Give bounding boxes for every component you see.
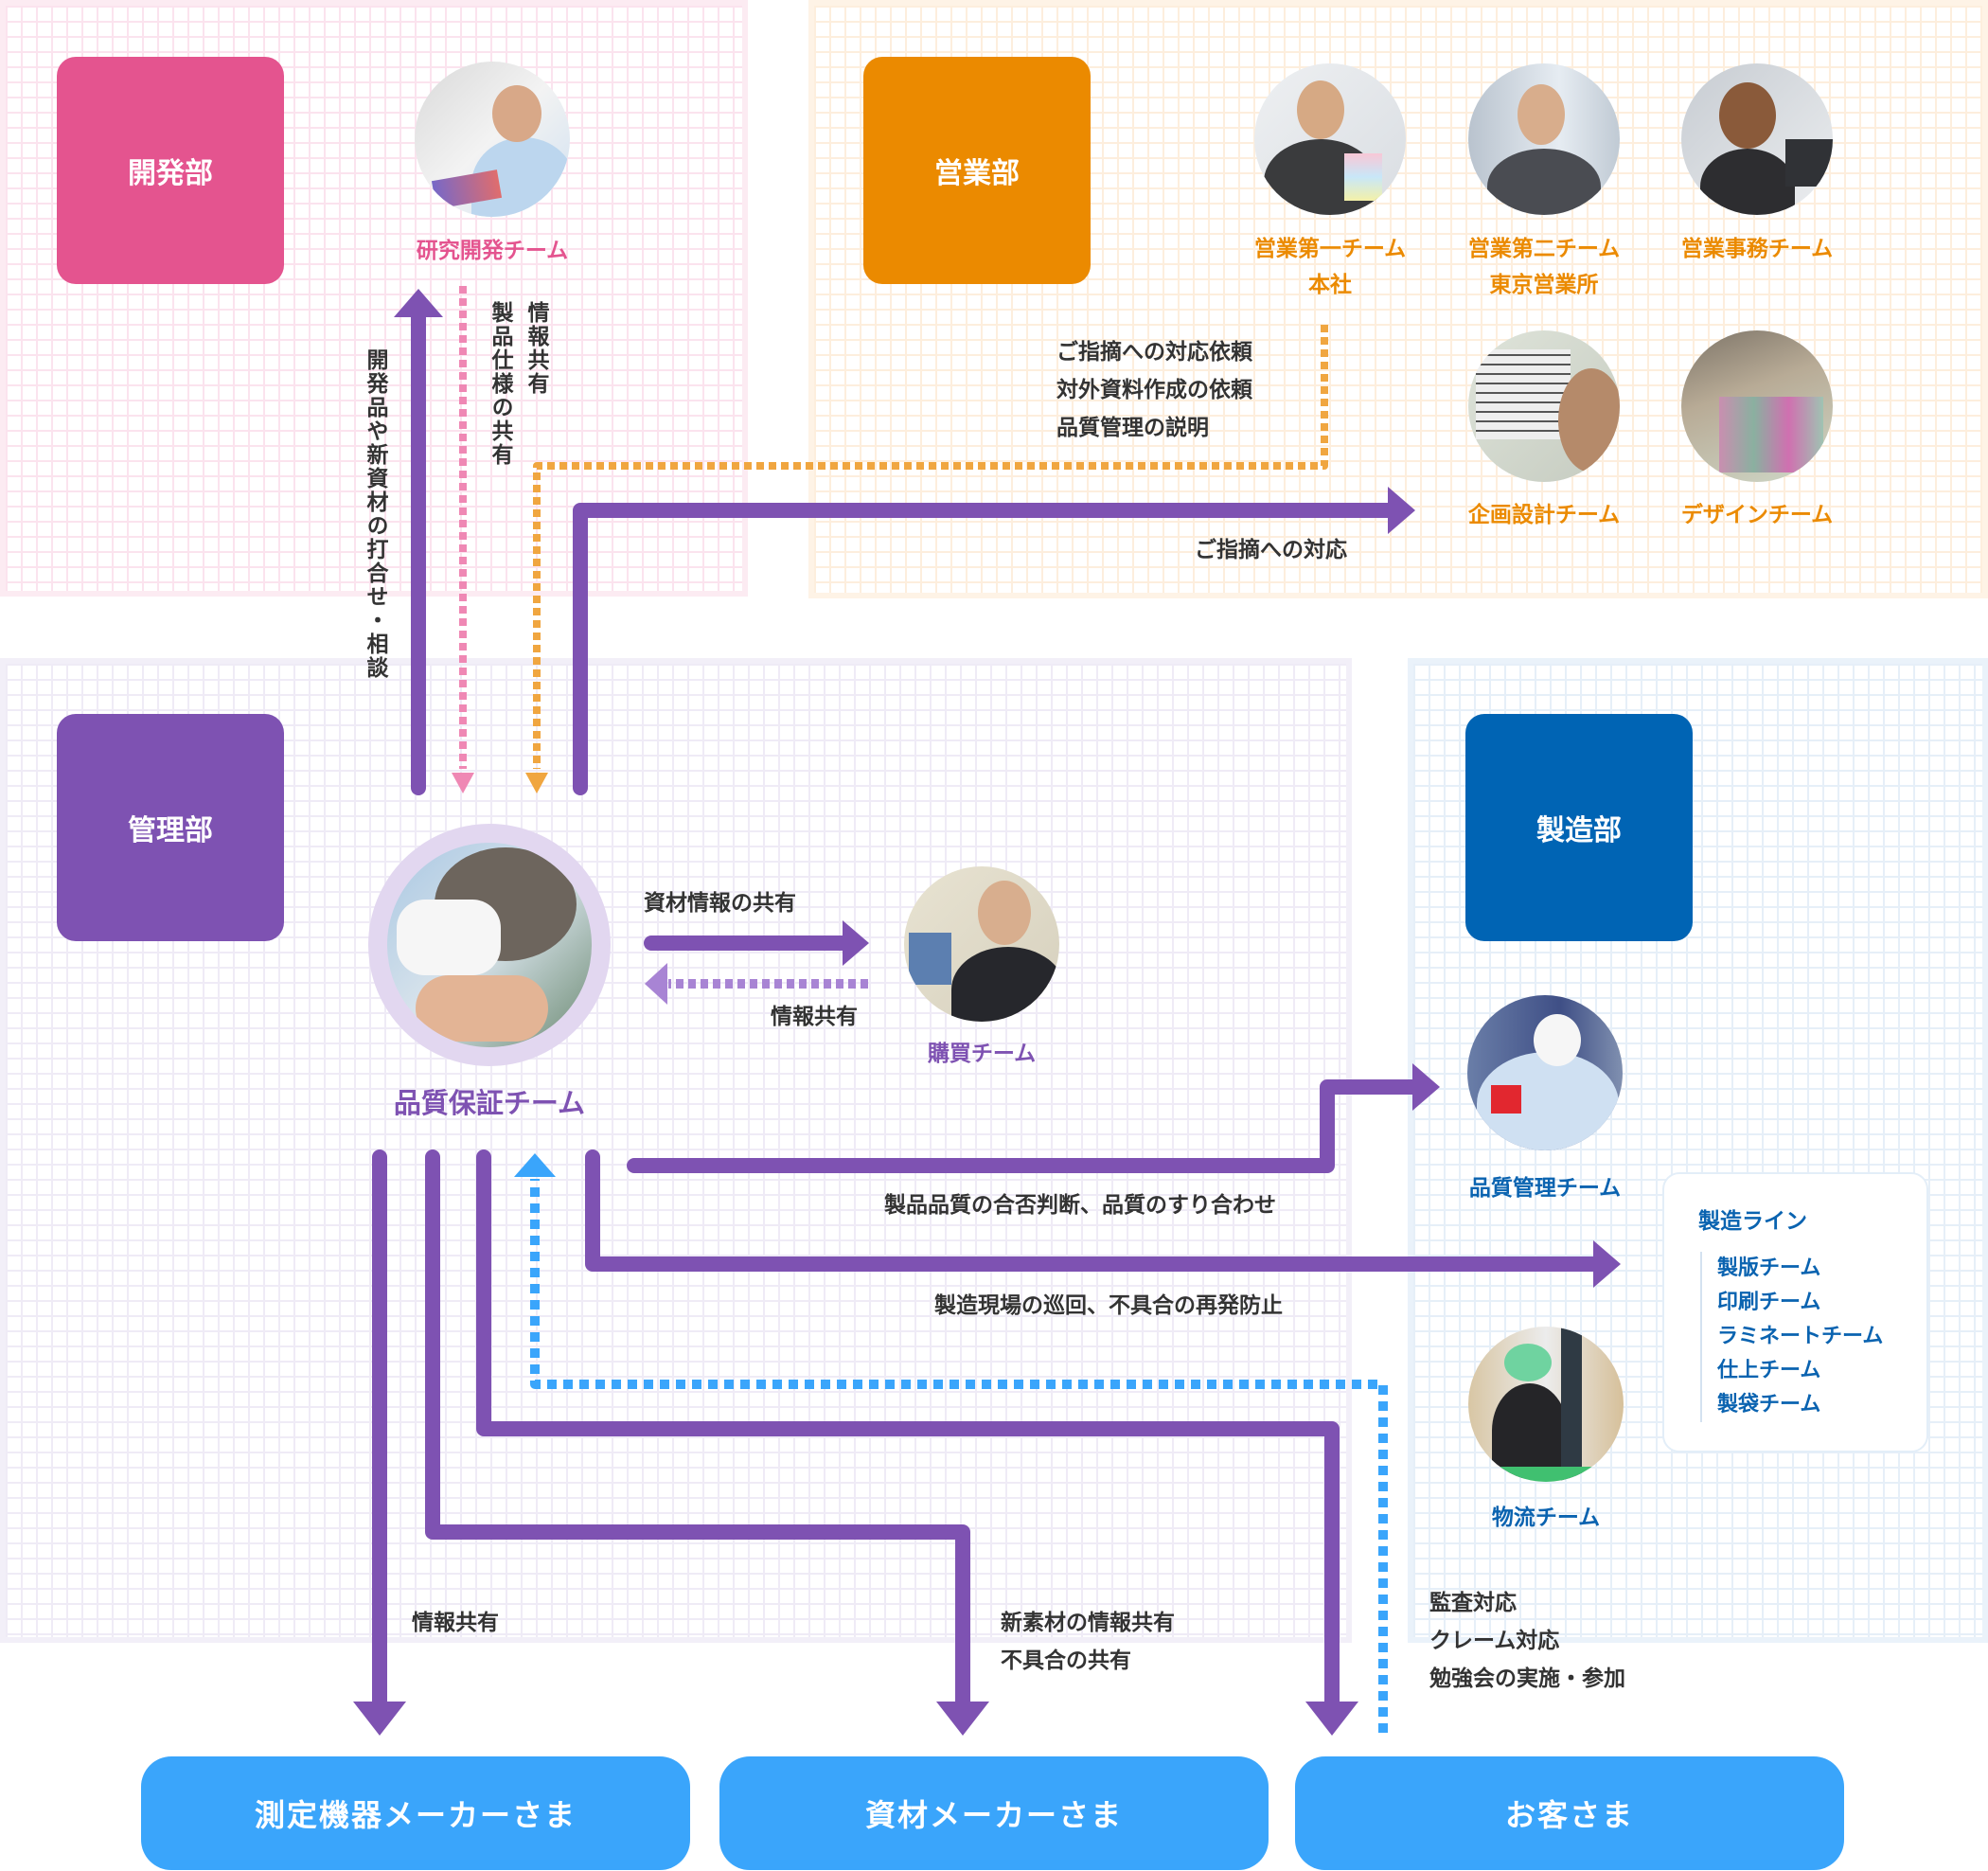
dept-manufacturing-label: 製造部	[1536, 814, 1622, 847]
material-maker-line: 新素材の情報共有	[1001, 1611, 1175, 1635]
sales2-team-photo	[1468, 63, 1620, 215]
customer-line: 監査対応	[1429, 1591, 1517, 1615]
rnd-team-photo	[415, 62, 570, 217]
sales2-team-location: 東京営業所	[1489, 273, 1599, 297]
dept-manufacturing[interactable]: 製造部	[1465, 714, 1693, 941]
production-line-title: 製造ライン	[1698, 1209, 1807, 1234]
qc-team-photo	[1467, 995, 1623, 1150]
qa-team-photo	[368, 824, 611, 1066]
design-team-photo	[1681, 330, 1833, 482]
logistics-team-label: 物流チーム	[1491, 1506, 1601, 1530]
customer-button[interactable]: お客さま	[1295, 1756, 1844, 1870]
material-maker-button[interactable]: 資材メーカーさま	[719, 1756, 1269, 1870]
production-line-item: 製版チーム	[1717, 1256, 1821, 1280]
dept-sales-label: 営業部	[934, 157, 1020, 190]
sales-office-team-photo	[1681, 63, 1833, 215]
material-maker-label: 資材メーカーさま	[864, 1797, 1123, 1833]
sales-request-line: ご指摘への対応依頼	[1056, 340, 1252, 365]
instrument-info-text: 情報共有	[412, 1611, 499, 1635]
dev-consult-text: 開発品や新資材の打合せ・相談	[363, 348, 387, 680]
sales-response-text: ご指摘への対応	[1195, 538, 1347, 562]
sales-request-line: 対外資料作成の依頼	[1056, 378, 1252, 402]
production-line-card: 製造ライン 製版チーム 印刷チーム ラミネートチーム 仕上チーム 製袋チーム	[1662, 1172, 1928, 1452]
sales1-team-photo	[1254, 63, 1406, 215]
customer-label: お客さま	[1504, 1797, 1634, 1833]
planning-team-photo	[1468, 330, 1620, 482]
sales1-team-location: 本社	[1308, 273, 1352, 297]
sales2-team-label: 営業第二チーム 東京営業所	[1468, 231, 1620, 303]
dept-admin-label: 管理部	[128, 814, 213, 847]
purchasing-info-text: 情報共有	[771, 1005, 858, 1029]
instrument-maker-label: 測定機器メーカーさま	[254, 1797, 577, 1833]
instrument-maker-button[interactable]: 測定機器メーカーさま	[141, 1756, 690, 1870]
dept-admin[interactable]: 管理部	[57, 714, 284, 941]
purchasing-team-label: 購買チーム	[927, 1042, 1037, 1066]
purchasing-team-photo	[904, 866, 1059, 1022]
qa-team-photo-inner	[387, 843, 592, 1047]
sales-requests-text: ご指摘への対応依頼 対外資料作成の依頼 品質管理の説明	[1056, 333, 1252, 447]
design-team-label: デザインチーム	[1680, 503, 1834, 527]
material-maker-line: 不具合の共有	[1001, 1648, 1131, 1673]
factory-patrol-text: 製造現場の巡回、不具合の再発防止	[934, 1293, 1283, 1318]
dev-info-share-text: 情報共有	[524, 301, 548, 396]
production-line-item: ラミネートチーム	[1717, 1325, 1884, 1348]
customer-line: 勉強会の実施・参加	[1429, 1666, 1625, 1691]
sales-office-team-label: 営業事務チーム	[1680, 237, 1834, 261]
qa-team-label: 品質保証チーム	[393, 1087, 586, 1119]
material-info-text: 資材情報の共有	[644, 891, 796, 916]
spec-share-text: 製品仕様の共有	[488, 301, 512, 467]
planning-team-label: 企画設計チーム	[1467, 503, 1621, 527]
arrow-material-maker-head	[936, 1702, 989, 1736]
customer-text: 監査対応 クレーム対応 勉強会の実施・参加	[1429, 1584, 1625, 1698]
arrow-instrument-head	[353, 1702, 406, 1736]
sales-request-line: 品質管理の説明	[1056, 416, 1209, 440]
production-line-item: 印刷チーム	[1717, 1291, 1821, 1314]
qc-judgement-text: 製品品質の合否判断、品質のすり合わせ	[884, 1193, 1276, 1218]
dept-dev-label: 開発部	[128, 157, 213, 190]
arrow-customer-head	[1305, 1702, 1358, 1736]
rnd-team-label: 研究開発チーム	[416, 239, 569, 263]
material-maker-text: 新素材の情報共有 不具合の共有	[1001, 1604, 1175, 1680]
customer-line: クレーム対応	[1429, 1629, 1560, 1653]
dept-sales[interactable]: 営業部	[863, 57, 1091, 284]
sales1-team-label: 営業第一チーム 本社	[1254, 231, 1406, 303]
qc-team-label: 品質管理チーム	[1468, 1176, 1622, 1201]
production-line-item: 製袋チーム	[1717, 1393, 1821, 1417]
sales1-team-name: 営業第一チーム	[1253, 237, 1407, 261]
production-line-item: 仕上チーム	[1717, 1359, 1821, 1382]
sales2-team-name: 営業第二チーム	[1467, 237, 1621, 261]
logistics-team-photo	[1468, 1327, 1624, 1482]
dept-dev[interactable]: 開発部	[57, 57, 284, 284]
production-line-list: 製版チーム 印刷チーム ラミネートチーム 仕上チーム 製袋チーム	[1700, 1252, 1883, 1422]
